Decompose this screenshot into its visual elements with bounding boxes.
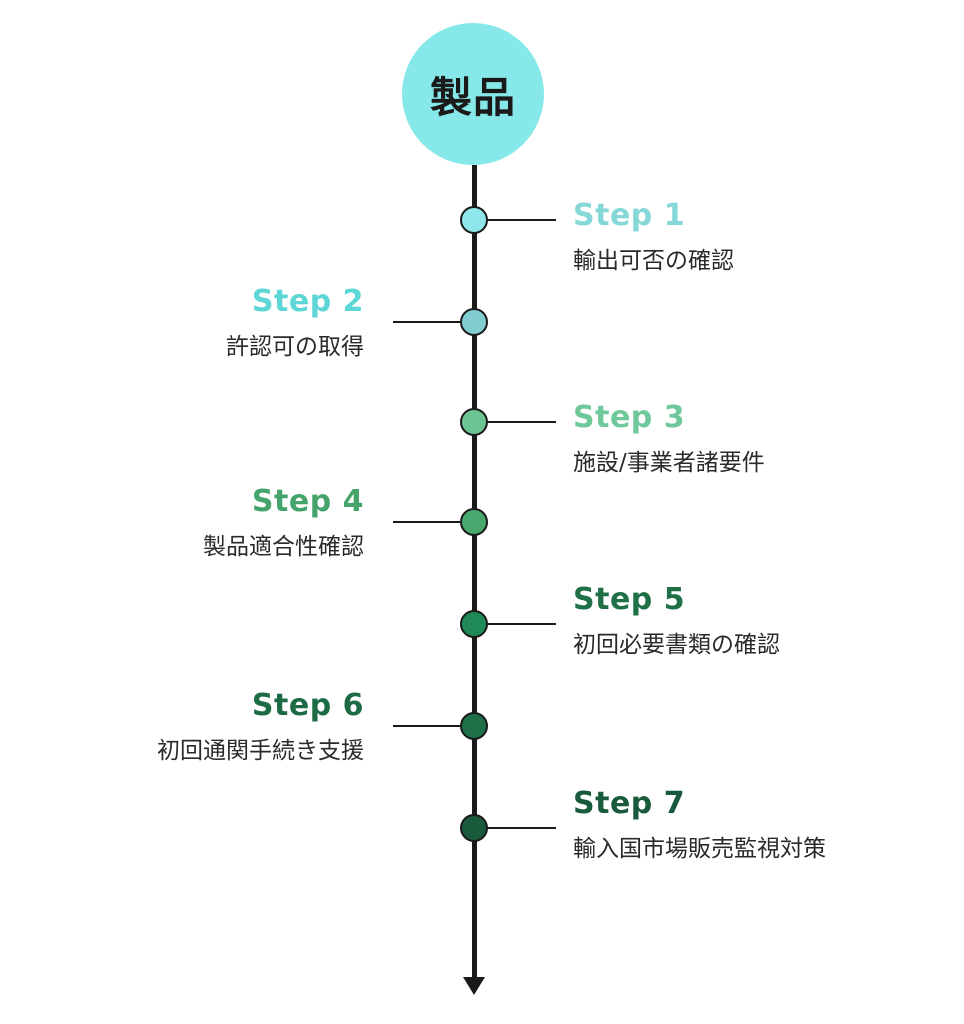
step-2-node	[460, 308, 488, 336]
step-1-block: Step 1 輸出可否の確認	[573, 196, 903, 277]
start-label: 製品	[429, 72, 516, 122]
step-3-desc: 施設/事業者諸要件	[573, 450, 765, 476]
step-7-title: Step 7	[573, 786, 686, 821]
start-circle: 製品	[402, 23, 544, 165]
step-2-title: Step 2	[251, 284, 364, 319]
step-2-connector	[393, 321, 474, 323]
step-7-block: Step 7 輸入国市場販売監視対策	[573, 784, 903, 865]
step-2-desc: 許認可の取得	[226, 334, 364, 360]
step-7-connector	[474, 827, 556, 829]
step-5-desc: 初回必要書類の確認	[573, 632, 780, 658]
step-3-connector	[474, 421, 556, 423]
step-1-connector	[474, 219, 556, 221]
step-4-block: Step 4 製品適合性確認	[34, 482, 364, 563]
step-5-connector	[474, 623, 556, 625]
step-6-title: Step 6	[251, 688, 364, 723]
arrow-down-icon	[463, 977, 485, 995]
step-6-block: Step 6 初回通関手続き支援	[34, 686, 364, 767]
step-5-node	[460, 610, 488, 638]
step-3-node	[460, 408, 488, 436]
step-6-node	[460, 712, 488, 740]
step-5-title: Step 5	[573, 582, 686, 617]
step-1-node	[460, 206, 488, 234]
step-4-desc: 製品適合性確認	[203, 534, 364, 560]
step-4-connector	[393, 521, 474, 523]
step-1-title: Step 1	[573, 198, 686, 233]
step-5-block: Step 5 初回必要書類の確認	[573, 580, 903, 661]
step-3-title: Step 3	[573, 400, 686, 435]
step-3-block: Step 3 施設/事業者諸要件	[573, 398, 903, 479]
step-6-connector	[393, 725, 474, 727]
step-1-desc: 輸出可否の確認	[573, 248, 734, 274]
step-2-block: Step 2 許認可の取得	[34, 282, 364, 363]
step-4-title: Step 4	[251, 484, 364, 519]
step-7-node	[460, 814, 488, 842]
timeline-axis	[472, 165, 477, 980]
step-4-node	[460, 508, 488, 536]
step-7-desc: 輸入国市場販売監視対策	[573, 836, 826, 862]
step-6-desc: 初回通関手続き支援	[157, 738, 364, 764]
